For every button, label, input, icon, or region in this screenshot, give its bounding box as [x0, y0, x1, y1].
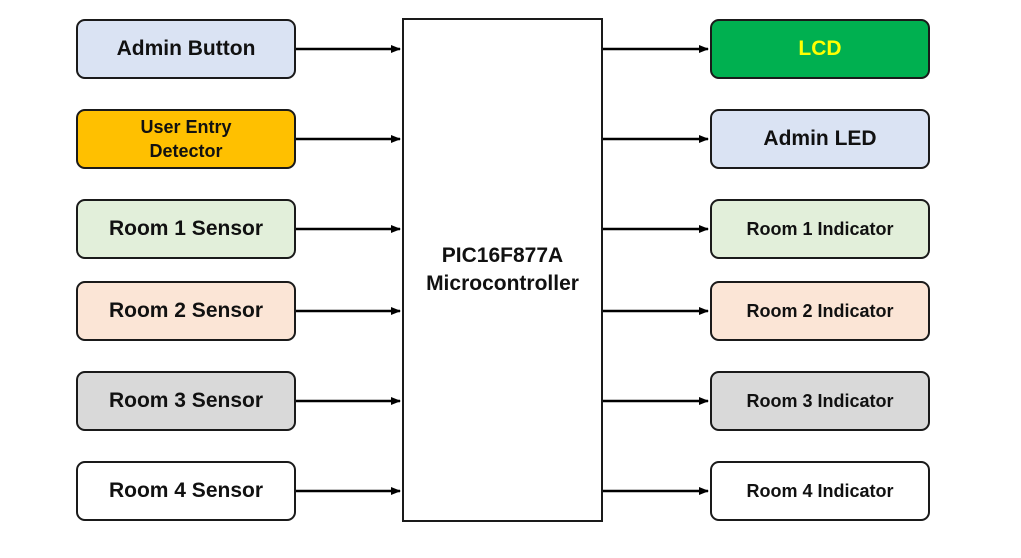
- room1-sensor-label: Room 1 Sensor: [108, 217, 264, 240]
- microcontroller-label: PIC16F877A Microcontroller: [426, 242, 579, 298]
- room3-indicator-label: Room 3 Indicator: [746, 390, 894, 411]
- room2-indicator-box: Room 2 Indicator: [710, 281, 930, 341]
- room1-sensor-box: Room 1 Sensor: [76, 199, 296, 259]
- microcontroller-block: PIC16F877A Microcontroller: [402, 18, 603, 522]
- user-entry-detector-label: User Entry Detector: [140, 115, 231, 163]
- room3-sensor-label: Room 3 Sensor: [108, 389, 264, 412]
- admin-led-label: Admin LED: [763, 127, 877, 150]
- admin-led-box: Admin LED: [710, 109, 930, 169]
- room2-indicator-label: Room 2 Indicator: [746, 300, 894, 321]
- room4-sensor-box: Room 4 Sensor: [76, 461, 296, 521]
- admin-button-label: Admin Button: [116, 37, 256, 60]
- room2-sensor-label: Room 2 Sensor: [108, 299, 264, 322]
- room1-indicator-label: Room 1 Indicator: [746, 218, 894, 239]
- room4-indicator-box: Room 4 Indicator: [710, 461, 930, 521]
- room3-indicator-box: Room 3 Indicator: [710, 371, 930, 431]
- lcd-box: LCD: [710, 19, 930, 79]
- microcontroller-type: Microcontroller: [426, 272, 579, 295]
- room4-sensor-label: Room 4 Sensor: [108, 479, 264, 502]
- lcd-label: LCD: [798, 37, 842, 60]
- user-entry-detector-line1: User Entry: [140, 117, 232, 137]
- microcontroller-model: PIC16F877A: [441, 244, 564, 267]
- room1-indicator-box: Room 1 Indicator: [710, 199, 930, 259]
- room4-indicator-label: Room 4 Indicator: [746, 480, 894, 501]
- room2-sensor-box: Room 2 Sensor: [76, 281, 296, 341]
- user-entry-detector-box: User Entry Detector: [76, 109, 296, 169]
- admin-button-box: Admin Button: [76, 19, 296, 79]
- user-entry-detector-line2: Detector: [149, 141, 223, 161]
- room3-sensor-box: Room 3 Sensor: [76, 371, 296, 431]
